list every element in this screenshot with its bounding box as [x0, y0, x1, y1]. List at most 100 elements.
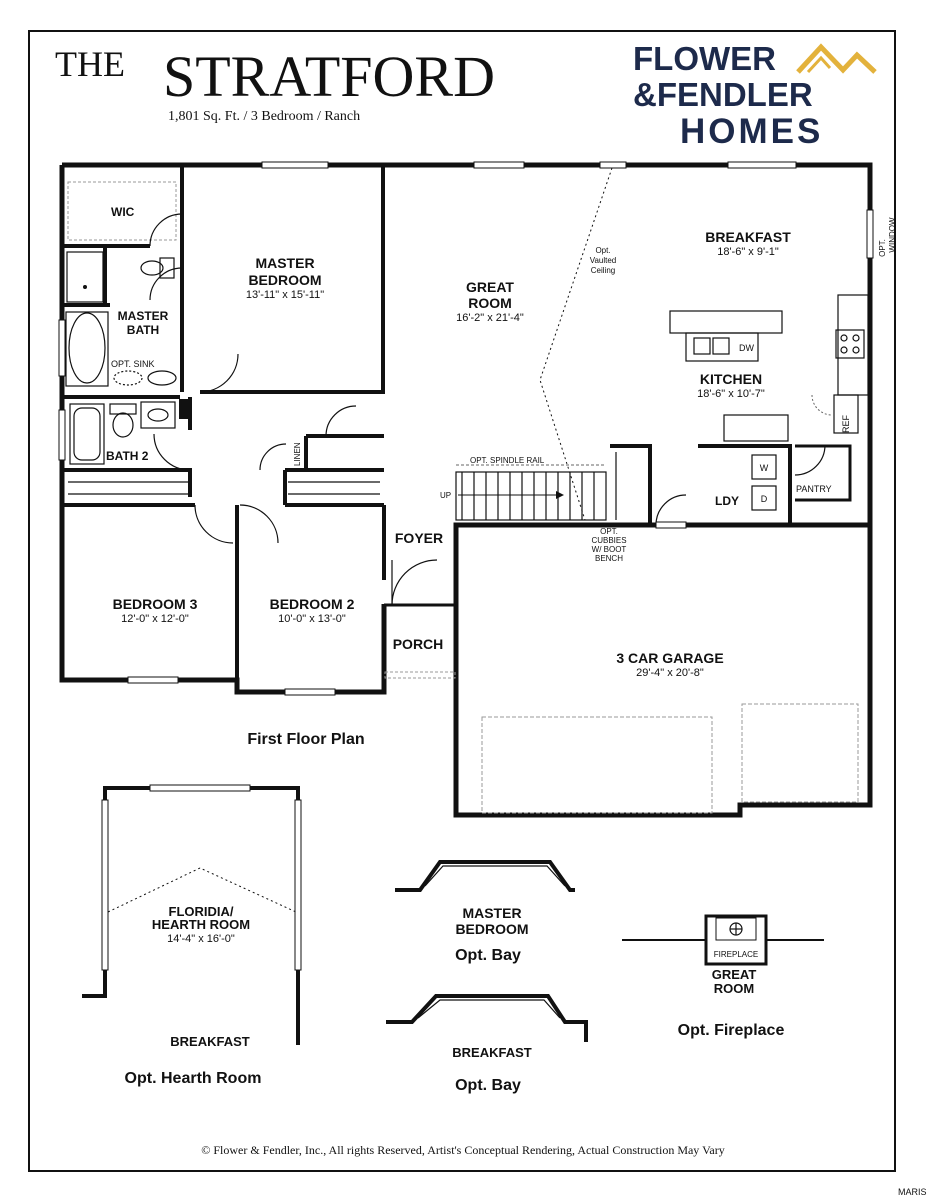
- label-pantry: PANTRY: [796, 484, 832, 494]
- window: [727, 161, 797, 169]
- entry-door-swing: [391, 559, 438, 606]
- label-foyer: FOYER: [395, 530, 443, 546]
- svg-text:BENCH: BENCH: [595, 554, 623, 563]
- label-bedroom3: BEDROOM 3: [113, 596, 198, 612]
- label-hearth-breakfast: BREAKFAST: [170, 1034, 250, 1049]
- pantry-wall: [795, 444, 852, 502]
- dim-bedroom3: 12'-0" x 12'-0": [121, 613, 189, 625]
- label-linen: LINEN: [293, 442, 302, 466]
- window: [58, 319, 66, 377]
- title-the: THE: [55, 44, 125, 84]
- dim-hearth-room: 14'-4" x 16'-0": [167, 933, 235, 945]
- window: [127, 676, 179, 684]
- kitchen-peninsula: [685, 332, 759, 362]
- dim-breakfast: 18'-6" x 9'-1": [717, 246, 779, 258]
- svg-text:HEARTH ROOM: HEARTH ROOM: [152, 917, 250, 932]
- dim-great-room: 16'-2" x 21'-4": [456, 312, 524, 324]
- opt-sink-icon: [113, 370, 143, 386]
- label-garage: 3 CAR GARAGE: [616, 650, 723, 666]
- title-subtitle: 1,801 Sq. Ft. / 3 Bedroom / Ranch: [168, 109, 360, 124]
- label-fireplace-great-room: GREAT: [712, 967, 757, 982]
- label-up: UP: [440, 491, 451, 500]
- garage-door-swing: [655, 494, 687, 526]
- window: [261, 161, 329, 169]
- watermark: MARIS: [898, 1187, 927, 1197]
- svg-text:WINDOW: WINDOW: [888, 217, 897, 253]
- sink-icon: [147, 370, 177, 386]
- opt-window: [866, 209, 874, 259]
- soaking-tub-icon: [68, 312, 106, 384]
- label-master-bay: MASTER: [462, 905, 521, 921]
- logo-line-fendler: &FENDLER: [633, 76, 813, 113]
- label-fireplace: FIREPLACE: [714, 950, 758, 959]
- dim-garage: 29'-4" x 20'-8": [636, 667, 704, 679]
- bath2-south-wall: [62, 468, 192, 497]
- svg-text:BEDROOM: BEDROOM: [248, 272, 321, 288]
- svg-text:CUBBIES: CUBBIES: [591, 536, 626, 545]
- laundry-counter: [723, 414, 789, 442]
- label-opt-sink: OPT. SINK: [111, 359, 155, 369]
- shower-icon: [66, 251, 104, 303]
- hall-closet-door-swing: [325, 405, 357, 437]
- label-dw: DW: [739, 343, 754, 353]
- label-ref: REF: [841, 414, 851, 433]
- first-floor-plan: WIC MASTER BEDROOM 13'-11" x 15'-11" MAS…: [58, 161, 897, 818]
- opt-master-bay: MASTER BEDROOM Opt. Bay: [395, 860, 575, 964]
- svg-text:Vaulted: Vaulted: [590, 256, 617, 265]
- exterior-wall-west-south: [59, 165, 387, 695]
- title-stratford: STRATFORD: [163, 44, 495, 109]
- kitchen-island: [669, 310, 783, 334]
- logo-line-flower: FLOWER: [633, 40, 776, 77]
- stairs: [455, 464, 607, 521]
- label-dryer: D: [761, 494, 768, 504]
- page-border: [28, 30, 896, 1172]
- dim-bedroom2: 10'-0" x 13'-0": [278, 613, 346, 625]
- svg-text:ROOM: ROOM: [714, 981, 754, 996]
- bathtub-icon: [69, 403, 105, 465]
- toilet-icon: [140, 260, 164, 276]
- copyright-footer: © Flower & Fendler, Inc., All rights Res…: [201, 1143, 725, 1157]
- label-spindle-rail: OPT. SPINDLE RAIL: [470, 456, 545, 465]
- label-bedroom2: BEDROOM 2: [270, 596, 355, 612]
- garage-door-single: [741, 703, 859, 803]
- master-door-swing: [199, 353, 239, 393]
- mountain-logo-icon: [796, 43, 877, 74]
- label-breakfast-bay: BREAKFAST: [452, 1045, 532, 1060]
- refrigerator-icon: [833, 394, 859, 434]
- label-cubbies: OPT.: [600, 527, 618, 536]
- bath2-door-swing: [153, 433, 191, 471]
- opt-hearth-room: FLORIDIA/ HEARTH ROOM 14'-4" x 16'-0" BR…: [82, 784, 302, 1087]
- linen-door-swing: [259, 443, 287, 471]
- label-great-room: GREAT: [466, 279, 514, 295]
- label-master-bath: MASTER: [118, 309, 169, 323]
- dim-kitchen: 18'-6" x 10'-7": [697, 388, 765, 400]
- label-opt-window: OPT.: [878, 239, 887, 257]
- caption-opt-fireplace: Opt. Fireplace: [678, 1022, 785, 1039]
- vaulted-ceiling-line: [539, 167, 613, 521]
- pantry-door-swing: [794, 444, 826, 476]
- bath2-sink-icon: [140, 401, 176, 429]
- window: [473, 161, 525, 169]
- caption-opt-hearth-room: Opt. Hearth Room: [125, 1070, 262, 1087]
- caption-opt-master-bay: Opt. Bay: [455, 947, 521, 964]
- opt-fireplace: FIREPLACE GREAT ROOM Opt. Fireplace: [622, 914, 824, 1039]
- wic-shelf: [67, 181, 177, 241]
- label-ldy: LDY: [715, 494, 739, 508]
- svg-text:W/ BOOT: W/ BOOT: [592, 545, 627, 554]
- svg-text:ROOM: ROOM: [468, 295, 512, 311]
- label-breakfast: BREAKFAST: [705, 229, 791, 245]
- window: [599, 161, 627, 169]
- caption-opt-breakfast-bay: Opt. Bay: [455, 1077, 521, 1094]
- label-porch: PORCH: [393, 636, 444, 652]
- label-kitchen: KITCHEN: [700, 371, 762, 387]
- bed3-door-swing: [194, 504, 234, 544]
- svg-text:BATH: BATH: [127, 323, 159, 337]
- dryer-icon: [751, 485, 777, 511]
- master-bath-door-swing: [149, 267, 183, 301]
- wic-door-swing: [149, 213, 183, 247]
- label-vaulted-ceiling: Opt.: [595, 246, 610, 255]
- garage-wall: [453, 525, 873, 818]
- range-icon: [835, 329, 865, 359]
- first-floor-plan-label: First Floor Plan: [247, 731, 364, 748]
